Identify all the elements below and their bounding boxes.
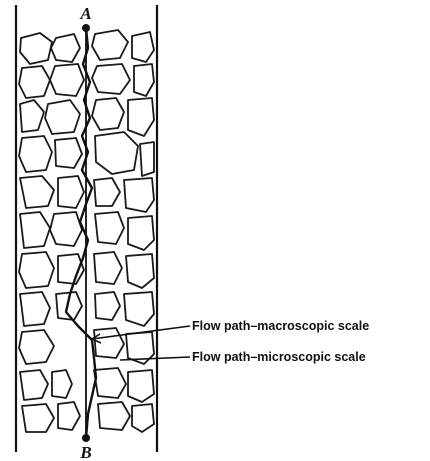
point-b-label: B — [79, 443, 91, 461]
grain — [92, 98, 124, 130]
grain — [124, 292, 154, 326]
grain — [95, 292, 120, 320]
grain — [55, 138, 82, 168]
macroscopic-path-label: Flow path–macroscopic scale — [192, 319, 369, 333]
grain — [132, 32, 154, 62]
grain — [19, 252, 54, 288]
grain — [20, 292, 50, 326]
point-a-marker — [82, 24, 90, 32]
grain — [128, 98, 154, 136]
grain — [20, 100, 44, 132]
grain — [132, 404, 154, 432]
grain — [126, 254, 154, 288]
grain — [128, 370, 154, 402]
grain — [50, 64, 84, 96]
grain — [58, 176, 84, 208]
grain — [92, 30, 128, 60]
grain — [50, 212, 82, 246]
point-b-marker — [82, 434, 90, 442]
grain — [95, 212, 124, 244]
grain — [52, 370, 72, 398]
grain — [58, 254, 84, 284]
grain — [98, 402, 130, 430]
grain — [45, 100, 80, 134]
grain — [140, 142, 154, 176]
grain — [51, 34, 80, 62]
grain — [134, 64, 154, 96]
grain — [94, 368, 126, 398]
grain — [19, 330, 54, 364]
grain — [124, 178, 154, 212]
grain — [92, 64, 130, 94]
grain — [20, 176, 54, 208]
grain — [128, 216, 154, 250]
grain — [58, 402, 80, 430]
grain — [20, 370, 48, 400]
grain — [20, 212, 50, 248]
grain — [19, 136, 52, 172]
grain — [94, 252, 122, 284]
grain — [94, 178, 120, 206]
grain — [19, 66, 50, 98]
point-a-label: A — [79, 4, 91, 23]
grain — [20, 33, 52, 64]
grain — [22, 404, 54, 432]
grain — [95, 132, 138, 174]
grain — [94, 328, 124, 358]
microscopic-path-label: Flow path–microscopic scale — [192, 350, 366, 364]
